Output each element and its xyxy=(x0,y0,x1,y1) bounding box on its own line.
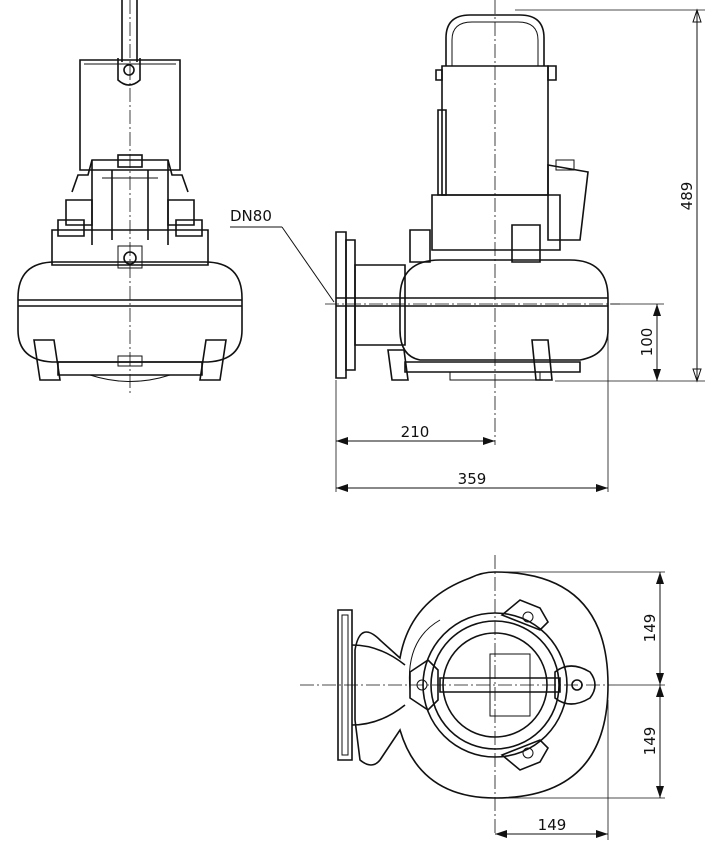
dn80-callout: DN80 xyxy=(230,207,335,303)
top-right-label: 149 xyxy=(538,816,567,834)
top-view xyxy=(300,555,615,835)
width-total-label: 359 xyxy=(458,470,487,488)
dimension-top-lower: 149 xyxy=(495,684,665,799)
dimension-width-total: 359 xyxy=(336,320,609,492)
side-view xyxy=(325,0,620,445)
width-center-label: 210 xyxy=(401,423,430,441)
dimension-top-upper: 149 xyxy=(495,571,665,685)
front-view xyxy=(17,0,243,395)
top-upper-label: 149 xyxy=(641,614,659,643)
dn80-label: DN80 xyxy=(230,207,272,225)
dimension-width-center: 210 xyxy=(335,380,495,492)
dimension-height-flange: 100 xyxy=(610,303,664,381)
height-total-label: 489 xyxy=(678,182,696,211)
dimension-top-right: 149 xyxy=(495,700,609,840)
top-lower-label: 149 xyxy=(641,727,659,756)
dimension-height-total: 489 xyxy=(515,8,705,383)
height-flange-label: 100 xyxy=(638,328,656,357)
